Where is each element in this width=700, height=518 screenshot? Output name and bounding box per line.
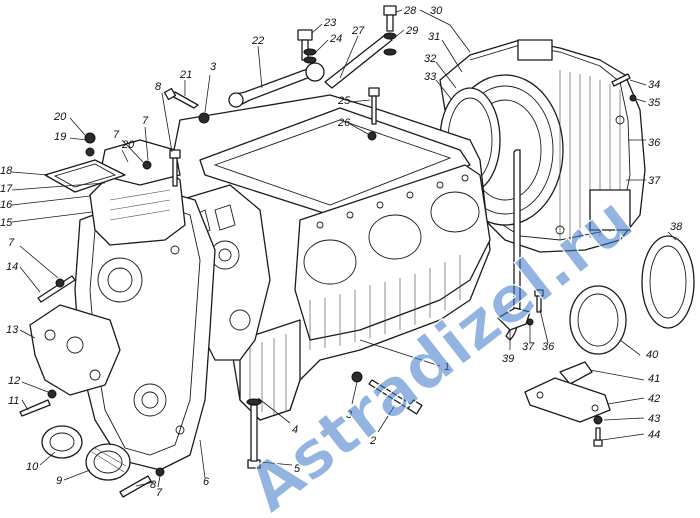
clip-39 [497,307,531,331]
callout-37-upper: 37 [648,175,661,187]
callout-26: 26 [337,117,351,129]
callout-7-upper-a: 7 [113,129,120,141]
callout-7-bottom: 7 [156,487,163,499]
callout-36-upper: 36 [648,137,661,149]
front-seal-large [85,443,131,481]
callout-40: 40 [646,349,659,361]
callout-41: 41 [648,373,660,385]
rear-seal-38 [641,235,695,329]
callout-42: 42 [648,393,660,405]
callout-32: 32 [424,53,436,65]
callout-21: 21 [179,69,192,81]
callout-12: 12 [8,375,20,387]
callout-18: 18 [0,165,13,177]
parts-layer [19,5,695,498]
callout-20-right: 20 [121,139,135,151]
callout-16: 16 [0,199,13,211]
bolt-28 [383,5,397,32]
callout-13: 13 [6,324,19,336]
leader-lines [11,9,677,488]
bolt-34 [611,73,631,87]
bolt-11 [19,399,51,417]
callout-10: 10 [26,461,39,473]
callout-8-bottom: 8 [150,479,157,491]
callout-37-lower: 37 [522,341,535,353]
callout-3-top: 3 [210,61,217,73]
rear-seal-40 [569,285,627,355]
callout-9: 9 [56,475,62,487]
bolt-8-bottom [119,475,152,498]
callout-27: 27 [351,25,365,37]
callout-38: 38 [670,221,683,233]
callout-2: 2 [369,435,376,447]
callout-22: 22 [251,35,264,47]
callout-19: 19 [54,131,66,143]
callout-44: 44 [648,429,660,441]
cover-plate-42 [524,377,611,423]
callout-15: 15 [0,217,13,229]
callout-20-left: 20 [53,111,67,123]
callout-23: 23 [323,17,337,29]
callout-3-bottom: 3 [346,409,353,421]
callout-39: 39 [502,353,514,365]
callout-34: 34 [648,79,660,91]
callout-30: 30 [430,5,443,17]
bolt-14 [37,275,76,303]
bolt-23 [297,29,313,61]
callout-labels: 1 2 3 3 4 5 6 7 7 7 7 8 8 9 10 11 12 13 … [0,5,683,499]
callout-24: 24 [329,33,342,45]
bolt-21 [163,87,199,109]
oil-pipe-22 [228,62,325,108]
callout-1: 1 [444,361,450,373]
callout-29: 29 [405,25,418,37]
breather-housing [44,139,186,246]
plate-41 [559,361,593,385]
callout-17: 17 [0,183,13,195]
bolt-44 [593,427,603,447]
bolt-8-top [169,149,181,187]
bolt-25 [368,87,380,125]
callout-5: 5 [294,463,301,475]
bolt-2 [368,379,423,415]
bolt-36-right [534,289,544,313]
callout-8-top: 8 [155,81,162,93]
front-seal-small [41,425,83,459]
callout-14: 14 [6,261,18,273]
callout-11: 11 [8,395,19,407]
callout-33: 33 [424,71,437,83]
callout-36-lower: 36 [542,341,555,353]
dipstick-tube [505,149,521,341]
mounting-bracket [29,304,121,396]
callout-31: 31 [428,31,440,43]
callout-4: 4 [292,424,298,436]
callout-6: 6 [203,476,210,488]
callout-35: 35 [648,97,661,109]
callout-25: 25 [337,95,351,107]
callout-43: 43 [648,413,661,425]
callout-28: 28 [403,5,417,17]
callout-7-upper-b: 7 [142,115,149,127]
callout-7-left: 7 [8,237,15,249]
washers [47,32,637,477]
